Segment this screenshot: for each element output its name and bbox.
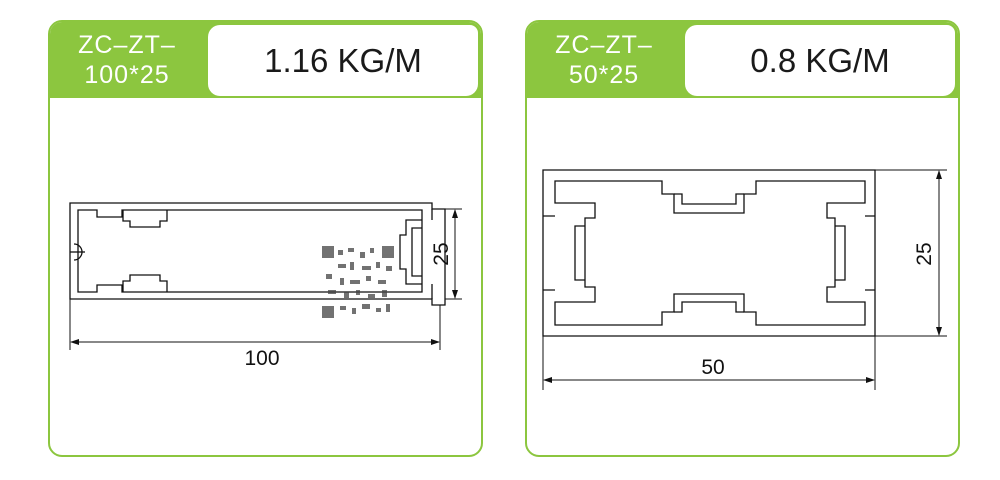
width-label: 50 <box>701 356 724 379</box>
height-label: 25 <box>430 242 453 265</box>
width-label: 100 <box>244 347 279 370</box>
profile-drawing-50x25: 25 50 <box>542 169 947 390</box>
profile-code-line1: ZC–ZT– <box>78 31 176 59</box>
top-slot <box>674 193 744 205</box>
profile-card-50x25: ZC–ZT– 50*25 0.8 KG/M 25 <box>525 20 960 457</box>
bottom-slot <box>674 301 744 313</box>
height-dimension <box>875 169 947 337</box>
profile-drawing-100x25: 25 100 <box>69 202 462 370</box>
qr-watermark <box>322 246 394 318</box>
bottom-t-slot <box>122 274 168 292</box>
width-dimension <box>69 299 441 350</box>
right-end-channel <box>399 219 422 285</box>
left-slot <box>543 215 585 291</box>
profile-code-line2: 50*25 <box>568 61 640 89</box>
weight-label: 1.16 KG/M <box>208 25 478 96</box>
profile-cavity <box>554 180 866 326</box>
profile-code: ZC–ZT– 100*25 <box>50 22 204 98</box>
top-t-slot <box>122 210 168 228</box>
profile-outline <box>542 169 876 337</box>
height-dimension <box>445 208 462 300</box>
profile-cavity <box>77 209 423 293</box>
height-label: 25 <box>913 242 936 265</box>
profile-code-line2: 100*25 <box>84 61 170 89</box>
profile-card-100x25: ZC–ZT– 100*25 1.16 KG/M <box>48 20 483 457</box>
profile-code-line1: ZC–ZT– <box>555 31 653 59</box>
right-slot <box>835 215 875 291</box>
weight-label: 0.8 KG/M <box>685 25 955 96</box>
width-dimension <box>542 336 876 390</box>
profile-code: ZC–ZT– 50*25 <box>527 22 681 98</box>
profile-outline <box>69 202 446 306</box>
